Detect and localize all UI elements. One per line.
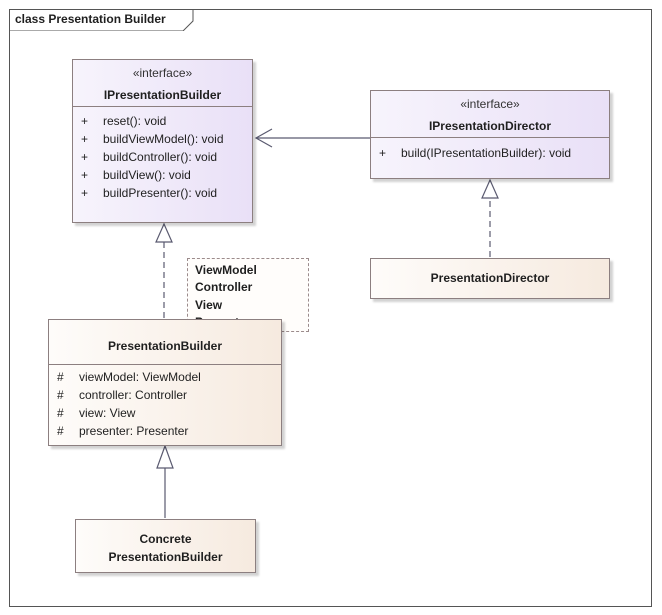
attribute-text: controller: Controller	[79, 388, 188, 402]
attribute-text: view: View	[79, 406, 136, 420]
operation-text: buildPresenter(): void	[103, 186, 218, 200]
association-arrowhead	[254, 128, 273, 148]
visibility-marker: +	[81, 132, 89, 146]
operation-text: buildController(): void	[103, 150, 218, 164]
operations-compartment: + reset(): void + buildViewModel(): void…	[73, 106, 252, 222]
operation-text: buildView(): void	[103, 168, 191, 182]
frame-title: class Presentation Builder	[15, 12, 166, 26]
attribute-row: # viewModel: ViewModel	[49, 368, 281, 386]
interface-ipresentationbuilder[interactable]: «interface» IPresentationBuilder + reset…	[72, 59, 253, 223]
class-name: PresentationBuilder	[107, 339, 223, 353]
attribute-row: # presenter: Presenter	[49, 422, 281, 440]
interface-name: IPresentationBuilder	[103, 88, 222, 102]
visibility-marker: +	[379, 146, 387, 160]
visibility-marker: +	[81, 186, 89, 200]
operation-text: build(IPresentationBuilder): void	[401, 146, 572, 160]
visibility-marker: #	[57, 388, 64, 402]
note-line: ViewModel	[195, 263, 257, 277]
operations-compartment: + build(IPresentationBuilder): void	[371, 137, 609, 178]
class-name: PresentationDirector	[430, 271, 550, 285]
attribute-row: # view: View	[49, 404, 281, 422]
note-line: View	[195, 298, 223, 312]
stereotype-label: «interface»	[132, 66, 193, 80]
visibility-marker: #	[57, 370, 64, 384]
attributes-compartment: # viewModel: ViewModel # controller: Con…	[49, 364, 281, 445]
operation-row: + buildController(): void	[73, 148, 252, 166]
visibility-marker: +	[81, 150, 89, 164]
generalization-head	[156, 444, 174, 469]
operation-row: + reset(): void	[73, 112, 252, 130]
visibility-marker: +	[81, 168, 89, 182]
interface-ipresentationdirector[interactable]: «interface» IPresentationDirector + buil…	[370, 90, 610, 179]
operation-text: reset(): void	[103, 114, 167, 128]
realization-head-director	[481, 178, 499, 199]
operation-row: + build(IPresentationBuilder): void	[371, 144, 609, 162]
class-name-line1: Concrete	[139, 532, 192, 546]
class-name-line2: PresentationBuilder	[108, 550, 223, 564]
attribute-text: presenter: Presenter	[79, 424, 189, 438]
stereotype-label: «interface»	[460, 97, 520, 111]
operation-row: + buildView(): void	[73, 166, 252, 184]
class-presentationdirector[interactable]: PresentationDirector	[370, 258, 610, 299]
frame-tab	[9, 9, 194, 31]
diagram-frame	[9, 9, 652, 607]
visibility-marker: #	[57, 406, 64, 420]
class-presentationbuilder[interactable]: PresentationBuilder # viewModel: ViewMod…	[48, 319, 282, 446]
operation-text: buildViewModel(): void	[103, 132, 224, 146]
realization-head-builder	[155, 222, 173, 243]
attribute-row: # controller: Controller	[49, 386, 281, 404]
class-concretepresentationbuilder[interactable]: Concrete PresentationBuilder	[75, 519, 256, 573]
note-line: Controller	[195, 280, 253, 294]
interface-name: IPresentationDirector	[428, 119, 552, 133]
operation-row: + buildViewModel(): void	[73, 130, 252, 148]
visibility-marker: +	[81, 114, 89, 128]
attribute-text: viewModel: ViewModel	[79, 370, 201, 384]
operation-row: + buildPresenter(): void	[73, 184, 252, 202]
visibility-marker: #	[57, 424, 64, 438]
